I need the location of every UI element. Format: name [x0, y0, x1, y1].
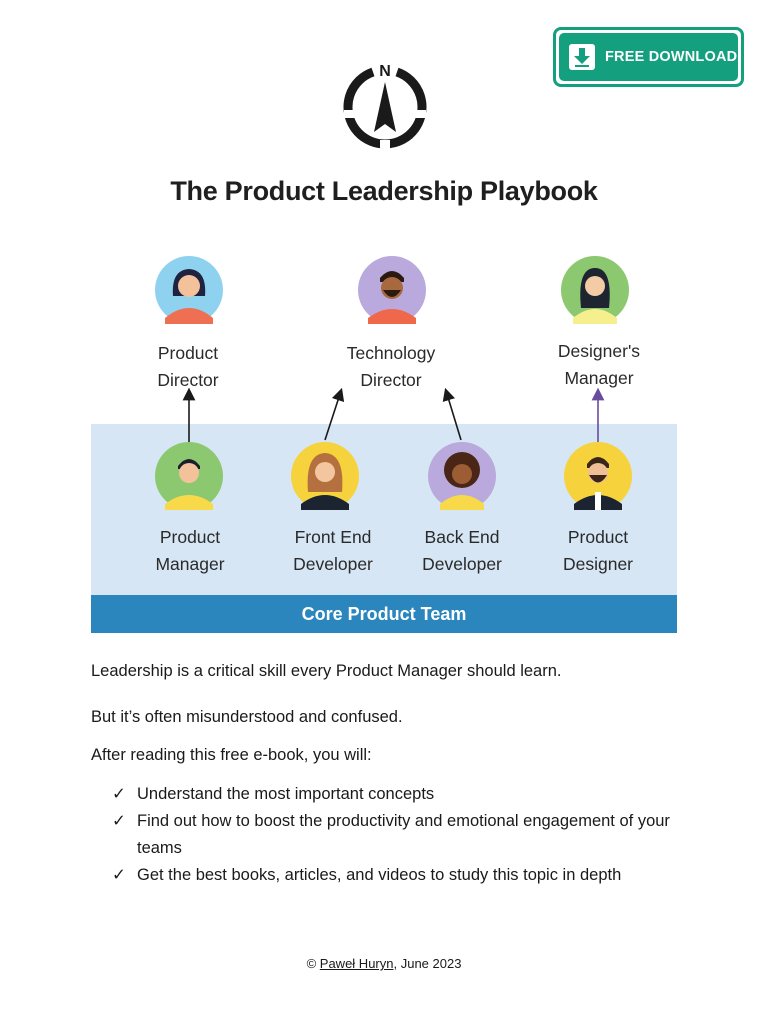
free-download-label: FREE DOWNLOAD — [605, 49, 738, 65]
org-chart: Core Product Team Product Director — [91, 256, 679, 633]
role-line: Product — [159, 527, 221, 547]
free-download-button[interactable]: FREE DOWNLOAD — [553, 27, 744, 87]
checkmark-icon: ✓ — [112, 866, 126, 884]
checkmark-icon: ✓ — [112, 785, 126, 803]
role-line: Manager — [155, 554, 225, 574]
checklist-item-text: Find out how to boost the productivity a… — [137, 812, 670, 857]
checklist-item: ✓ Find out how to boost the productivity… — [112, 808, 692, 862]
role-back-end-developer: Back End Developer — [382, 524, 542, 578]
misunderstood-paragraph: But it’s often misunderstood and confuse… — [91, 708, 403, 726]
checklist-item-text: Understand the most important concepts — [137, 785, 435, 803]
woman-long-hair-avatar — [561, 256, 629, 324]
arrow-fe-to-tech-director — [324, 387, 345, 441]
woman-dark-hair-avatar — [155, 256, 223, 324]
checklist-item-text: Get the best books, articles, and videos… — [137, 866, 622, 884]
role-line: Technology — [346, 343, 436, 363]
role-designers-manager: Designer's Manager — [519, 338, 679, 392]
intro-paragraph: Leadership is a critical skill every Pro… — [91, 662, 562, 680]
role-product-director: Product Director — [108, 340, 268, 394]
after-reading-paragraph: After reading this free e-book, you will… — [91, 746, 372, 764]
role-line: Director — [157, 370, 219, 390]
role-line: Developer — [422, 554, 502, 574]
man-bearded-avatar — [564, 442, 632, 510]
man-short-hair-avatar — [155, 442, 223, 510]
footer-date: , June 2023 — [393, 956, 462, 971]
role-line: Developer — [293, 554, 373, 574]
woman-wavy-hair-avatar — [291, 442, 359, 510]
role-technology-director: Technology Director — [311, 340, 471, 394]
woman-curly-hair-avatar — [428, 442, 496, 510]
checklist-item: ✓ Understand the most important concepts — [112, 781, 692, 808]
role-line: Director — [360, 370, 422, 390]
reporting-arrows — [182, 387, 605, 442]
role-line: Front End — [294, 527, 372, 547]
role-product-designer: Product Designer — [518, 524, 678, 578]
page-title: The Product Leadership Playbook — [170, 176, 598, 206]
compass-north-letter: N — [379, 63, 391, 80]
role-line: Designer — [562, 554, 634, 574]
role-line: Designer's — [557, 341, 641, 361]
role-product-manager: Product Manager — [110, 524, 270, 578]
author-link[interactable]: Paweł Huryn — [319, 956, 394, 971]
man-beard-avatar — [358, 256, 426, 324]
footer: © Paweł Huryn, June 2023 — [0, 956, 768, 971]
checklist-item: ✓ Get the best books, articles, and vide… — [112, 862, 692, 889]
role-line: Product — [567, 527, 629, 547]
role-line: Manager — [564, 368, 634, 388]
core-team-label: Core Product Team — [91, 595, 677, 633]
arrow-be-to-tech-director — [442, 387, 462, 441]
compass-north-icon: N — [343, 63, 427, 154]
download-arrow-icon — [569, 44, 595, 70]
role-line: Back End — [424, 527, 500, 547]
copyright-symbol: © — [306, 956, 317, 971]
checkmark-icon: ✓ — [112, 812, 126, 830]
benefits-checklist: ✓ Understand the most important concepts… — [112, 781, 692, 889]
role-front-end-developer: Front End Developer — [253, 524, 413, 578]
free-download-button-inner: FREE DOWNLOAD — [559, 33, 738, 81]
role-line: Product — [157, 343, 219, 363]
